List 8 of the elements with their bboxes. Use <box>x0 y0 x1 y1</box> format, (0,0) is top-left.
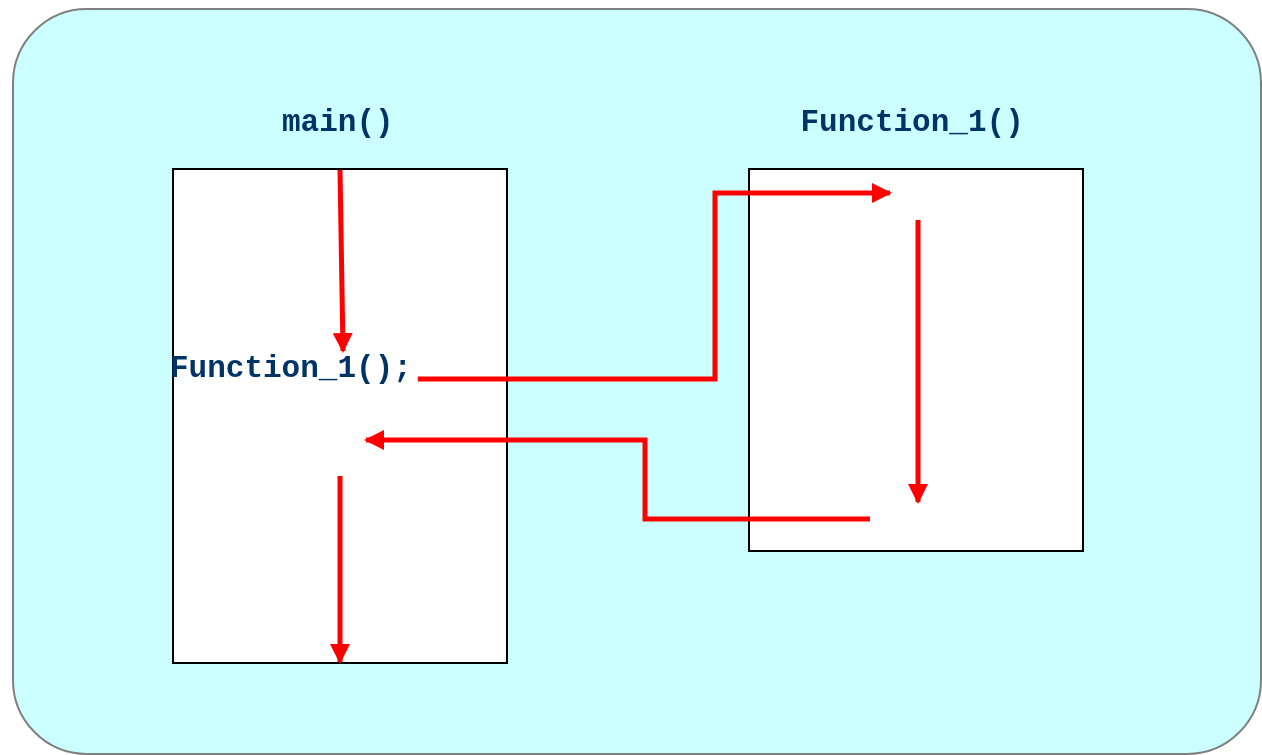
arrow <box>330 476 350 664</box>
arrow <box>908 220 928 504</box>
arrow <box>364 430 870 522</box>
arrow <box>332 169 353 353</box>
function-heading: main() <box>282 105 394 140</box>
panel-background <box>12 8 1262 755</box>
arrow <box>417 183 892 382</box>
function-heading: Function_1() <box>800 105 1024 140</box>
